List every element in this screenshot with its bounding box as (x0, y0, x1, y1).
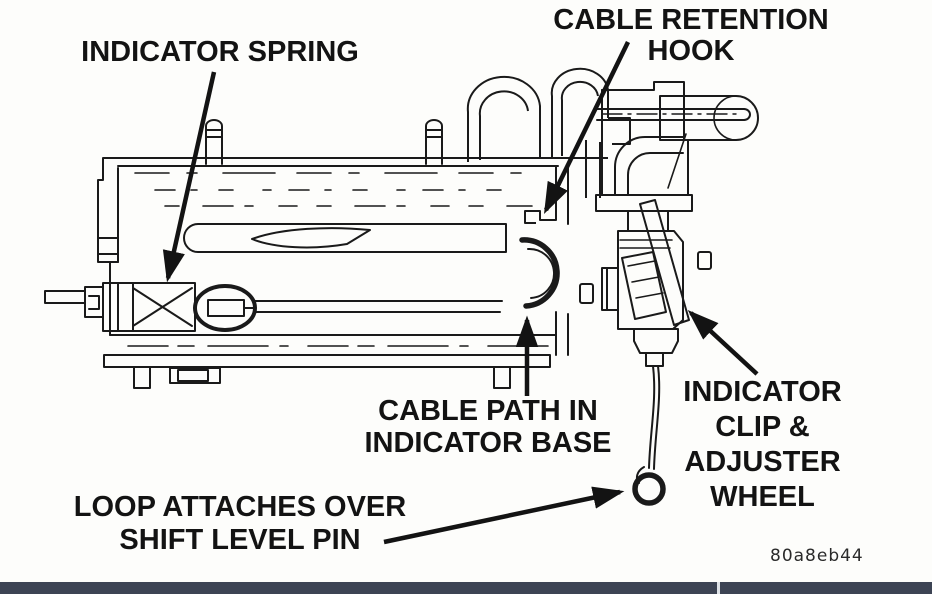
label-indicator-clip-line3: ADJUSTER (684, 446, 841, 478)
indicator-clip-arrow (687, 309, 759, 376)
figure-code: 80a8eb44 (770, 546, 864, 566)
label-indicator-clip-line1: INDICATOR (683, 376, 842, 408)
label-cable-retention-hook: CABLE RETENTION HOOK (534, 5, 848, 67)
callout-arrows (162, 41, 759, 545)
label-loop-attaches-line2: SHIFT LEVEL PIN (119, 524, 361, 556)
label-indicator-clip-line4: WHEEL (710, 481, 815, 513)
indicator-spring-arrow (162, 71, 217, 283)
indicator-clip-and-adjuster-wheel (595, 81, 759, 367)
loop-arrow (383, 486, 625, 545)
indicator-spring (44, 282, 257, 332)
label-cable-retention-line2: HOOK (647, 35, 735, 67)
label-loop-attaches-line1: LOOP ATTACHES OVER (73, 491, 407, 523)
label-cable-path-line2: INDICATOR BASE (364, 427, 612, 459)
housing-top-bracket (466, 67, 631, 198)
cable-retention-hook-arrow (543, 41, 631, 215)
bottom-bar-divider (717, 582, 720, 594)
indicator-cable (254, 300, 503, 313)
cable-retention-hook (524, 210, 556, 224)
cable-loop (632, 365, 666, 506)
cable-path-arc (519, 237, 560, 309)
label-cable-path: CABLE PATH IN INDICATOR BASE (357, 395, 619, 459)
bottom-window-bar (0, 582, 932, 594)
label-indicator-clip-line2: CLIP & (715, 411, 810, 443)
label-cable-path-line1: CABLE PATH IN (378, 395, 598, 427)
label-cable-retention-line1: CABLE RETENTION (553, 4, 829, 36)
label-indicator-spring: INDICATOR SPRING (60, 37, 380, 68)
label-indicator-clip: INDICATOR CLIP & ADJUSTER WHEEL (670, 375, 855, 515)
label-loop-attaches: LOOP ATTACHES OVER SHIFT LEVEL PIN (50, 491, 430, 557)
label-indicator-spring-text: INDICATOR SPRING (81, 36, 359, 68)
